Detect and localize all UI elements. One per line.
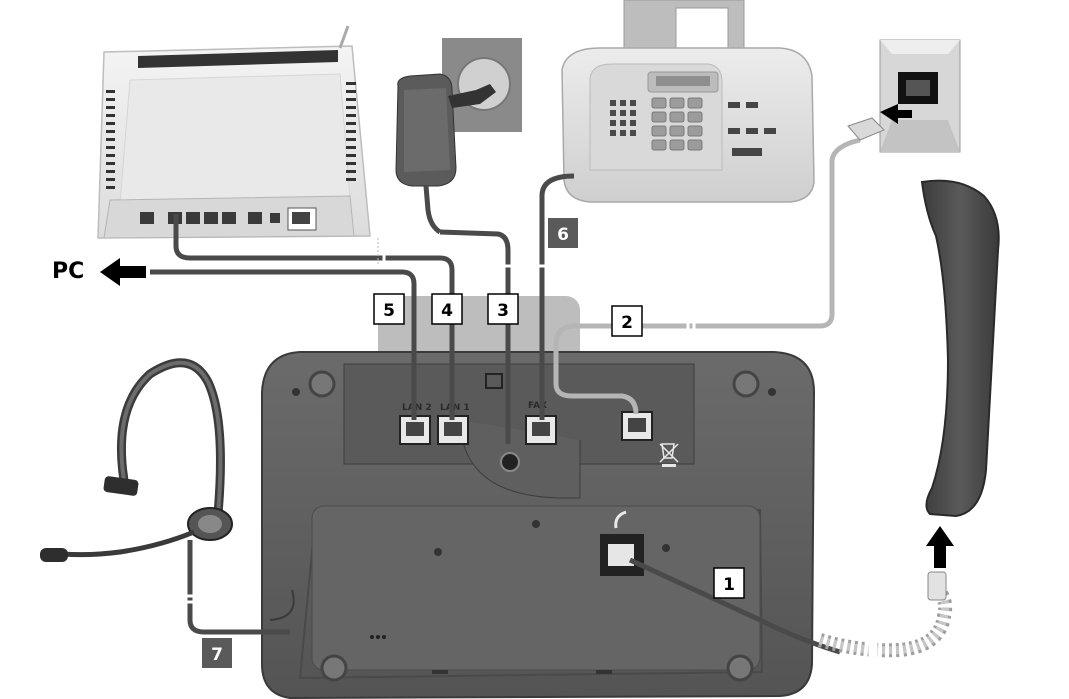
cable-phone-line <box>553 137 861 415</box>
rj-plug-icon <box>847 117 885 141</box>
telephone-base-icon <box>261 296 816 699</box>
cable-headset <box>187 560 290 635</box>
cable-fax <box>539 173 575 420</box>
cable-break-marks <box>182 236 878 670</box>
label-7-text: 7 <box>211 645 223 665</box>
headset-icon <box>40 358 233 562</box>
pc-label: PC <box>52 259 84 284</box>
port-label-fax: FAX <box>528 401 547 411</box>
power-adapter-icon <box>395 73 496 235</box>
label-2-text: 2 <box>621 313 633 333</box>
wall-socket-icon <box>442 38 522 132</box>
arrow-up-icon <box>926 526 954 568</box>
router-icon <box>97 25 371 239</box>
cable-handset <box>628 557 953 658</box>
label-5-text: 5 <box>383 301 395 321</box>
port-label-lan2: LAN 2 <box>402 403 432 413</box>
handset-plug <box>927 571 947 601</box>
arrow-to-jack-icon <box>880 104 912 124</box>
cable-lan1-router <box>173 214 455 420</box>
label-1: 1 <box>713 567 745 599</box>
arrow-left-icon <box>100 258 146 286</box>
label-5: 5 <box>373 293 405 325</box>
phone-jack-icon <box>879 39 961 153</box>
label-2: 2 <box>611 305 643 337</box>
label-3-text: 3 <box>497 301 509 321</box>
label-3: 3 <box>487 293 519 325</box>
handset-icon <box>920 179 1000 518</box>
label-6: 6 <box>548 218 578 248</box>
label-4-text: 4 <box>441 301 453 321</box>
port-label-lan1: LAN 1 <box>440 403 470 413</box>
label-4: 4 <box>431 293 463 325</box>
cable-lan2-pc <box>150 269 417 420</box>
cable-power <box>439 229 511 444</box>
fax-machine-icon <box>561 0 815 203</box>
label-1-text: 1 <box>723 575 735 595</box>
label-7: 7 <box>202 638 232 668</box>
label-6-text: 6 <box>557 225 569 245</box>
